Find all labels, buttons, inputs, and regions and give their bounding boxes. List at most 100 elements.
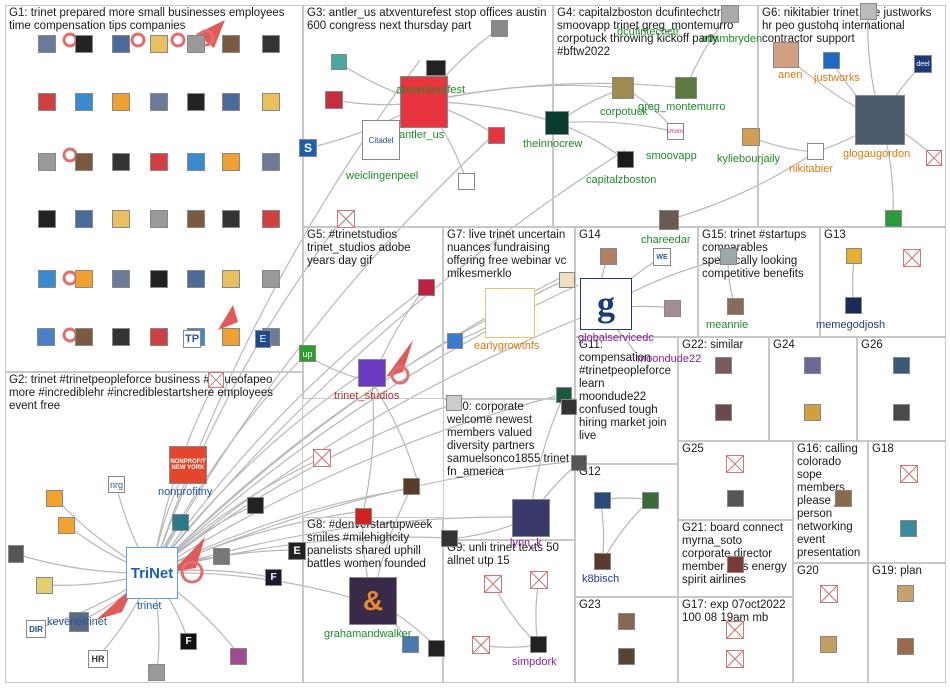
tp-logo-node[interactable]: TP [183,330,201,348]
g1-member-avatar[interactable] [75,210,93,228]
k8bisch-node[interactable] [594,553,611,570]
g1-member-avatar[interactable] [112,210,130,228]
memegodjosh-node[interactable] [845,297,862,314]
aneri-node[interactable] [773,42,799,68]
e-logo-node[interactable]: E [255,330,271,348]
g8-member-avatar[interactable] [355,508,372,525]
g6-member-avatar[interactable] [860,3,877,20]
f-logo-node-2[interactable]: F [180,633,197,650]
g3-member-avatar[interactable] [488,127,505,144]
g1-member-avatar[interactable] [222,270,240,288]
g1-member-avatar[interactable] [38,93,56,111]
g1-member-avatar[interactable] [112,328,130,346]
g11-member-avatar[interactable] [561,399,577,415]
g1-member-avatar[interactable] [150,270,168,288]
g1-member-avatar[interactable] [75,153,93,171]
placeholder-x-node[interactable] [726,455,744,473]
g2-member-avatar[interactable] [247,497,264,514]
g16-member-avatar[interactable] [835,490,852,507]
g4-member-avatar[interactable] [742,128,760,146]
g14-member-avatar[interactable] [664,300,681,317]
g4-member-avatar[interactable] [675,77,697,99]
g2-member-avatar[interactable] [69,612,89,632]
theinnocrew-node[interactable] [545,111,569,135]
g1-member-avatar[interactable] [37,328,55,346]
g19-member-avatar[interactable] [897,638,914,655]
g22-member-avatar[interactable] [715,357,732,374]
g26-member-avatar[interactable] [893,357,910,374]
hr-logo-node[interactable]: HR [88,650,108,668]
g23-member-avatar[interactable] [618,613,635,630]
g1-member-avatar[interactable] [222,35,240,53]
g2-member-avatar[interactable] [230,648,247,665]
g2-member-avatar[interactable] [172,514,189,531]
g1-member-avatar[interactable] [187,153,205,171]
g1-member-avatar[interactable] [222,210,240,228]
trinet-studios-node[interactable] [358,359,386,387]
g3-member-avatar[interactable] [325,91,343,109]
g3-member-avatar[interactable] [331,54,347,70]
weiclingenpeel-logo[interactable]: Citadel [362,120,400,160]
meannie-node[interactable] [727,298,744,315]
g3-member-avatar[interactable] [458,173,475,190]
g7-member-avatar[interactable] [559,272,575,288]
g20-member-avatar[interactable] [820,636,837,653]
s-logo-node[interactable]: S [299,139,317,157]
g3-member-avatar[interactable] [426,60,446,76]
g1-member-avatar[interactable] [75,270,93,288]
g2-member-avatar[interactable] [8,545,24,563]
g1-member-avatar[interactable] [150,210,168,228]
g24-member-avatar[interactable] [804,357,821,374]
g1-member-avatar[interactable] [187,93,205,111]
placeholder-x-node[interactable] [313,449,331,467]
g1-member-avatar[interactable] [222,93,240,111]
g1-member-avatar[interactable] [38,35,56,53]
placeholder-x-node[interactable] [903,249,921,267]
g1-member-avatar[interactable] [262,93,280,111]
nikitabier-node[interactable] [807,143,824,160]
placeholder-x-node[interactable] [825,636,827,638]
placeholder-x-node[interactable] [900,465,918,483]
placeholder-x-node[interactable] [820,585,838,603]
nonprofit-ny-logo[interactable]: NONPROFIT NEW YORK [169,446,207,484]
g8-member-avatar[interactable] [402,636,419,653]
g15-member-avatar[interactable] [720,248,737,265]
g26-member-avatar[interactable] [893,404,910,421]
placeholder-x-node[interactable] [530,571,548,589]
g1-member-avatar[interactable] [112,153,130,171]
justworks-node[interactable] [823,52,840,69]
g1-member-avatar[interactable] [187,210,205,228]
g1-member-avatar[interactable] [262,210,280,228]
glogaugordon-node[interactable] [855,95,905,145]
g1-member-avatar[interactable] [112,35,130,53]
g1-member-avatar[interactable] [262,35,280,53]
g4-member-avatar[interactable] [721,5,739,23]
orange-logo-node[interactable] [46,490,63,507]
e-logo-node-2[interactable]: E [288,542,306,560]
f-logo-node[interactable]: F [265,569,282,586]
g6-member-avatar[interactable] [885,210,902,227]
globalservicedc-node[interactable]: g [580,278,632,330]
g8-member-avatar[interactable] [428,640,445,657]
g1-member-avatar[interactable] [75,328,93,346]
g1-member-avatar[interactable] [150,93,168,111]
g1-member-avatar[interactable] [150,153,168,171]
g25-member-avatar[interactable] [727,490,744,507]
grahamandwalker-node[interactable]: & [349,577,397,625]
g23-member-avatar[interactable] [618,648,635,665]
g12-member-avatar[interactable] [594,492,611,509]
g9-member-avatar[interactable] [441,530,458,547]
g1-member-avatar[interactable] [150,328,168,346]
placeholder-x-node[interactable] [926,150,942,166]
placeholder-x-node[interactable] [726,621,744,639]
lynn-k-node[interactable] [512,499,550,537]
g14-member-avatar[interactable] [600,248,617,265]
g1-member-avatar[interactable] [262,270,280,288]
trinet-hub-logo[interactable]: TriNet [126,547,178,599]
g2-member-avatar[interactable] [213,548,230,565]
placeholder-x-node[interactable] [484,575,502,593]
g10-member-avatar[interactable] [446,395,462,411]
g19-member-avatar[interactable] [897,585,914,602]
g22-member-avatar[interactable] [715,404,732,421]
capitalzboston-node[interactable] [617,151,634,168]
